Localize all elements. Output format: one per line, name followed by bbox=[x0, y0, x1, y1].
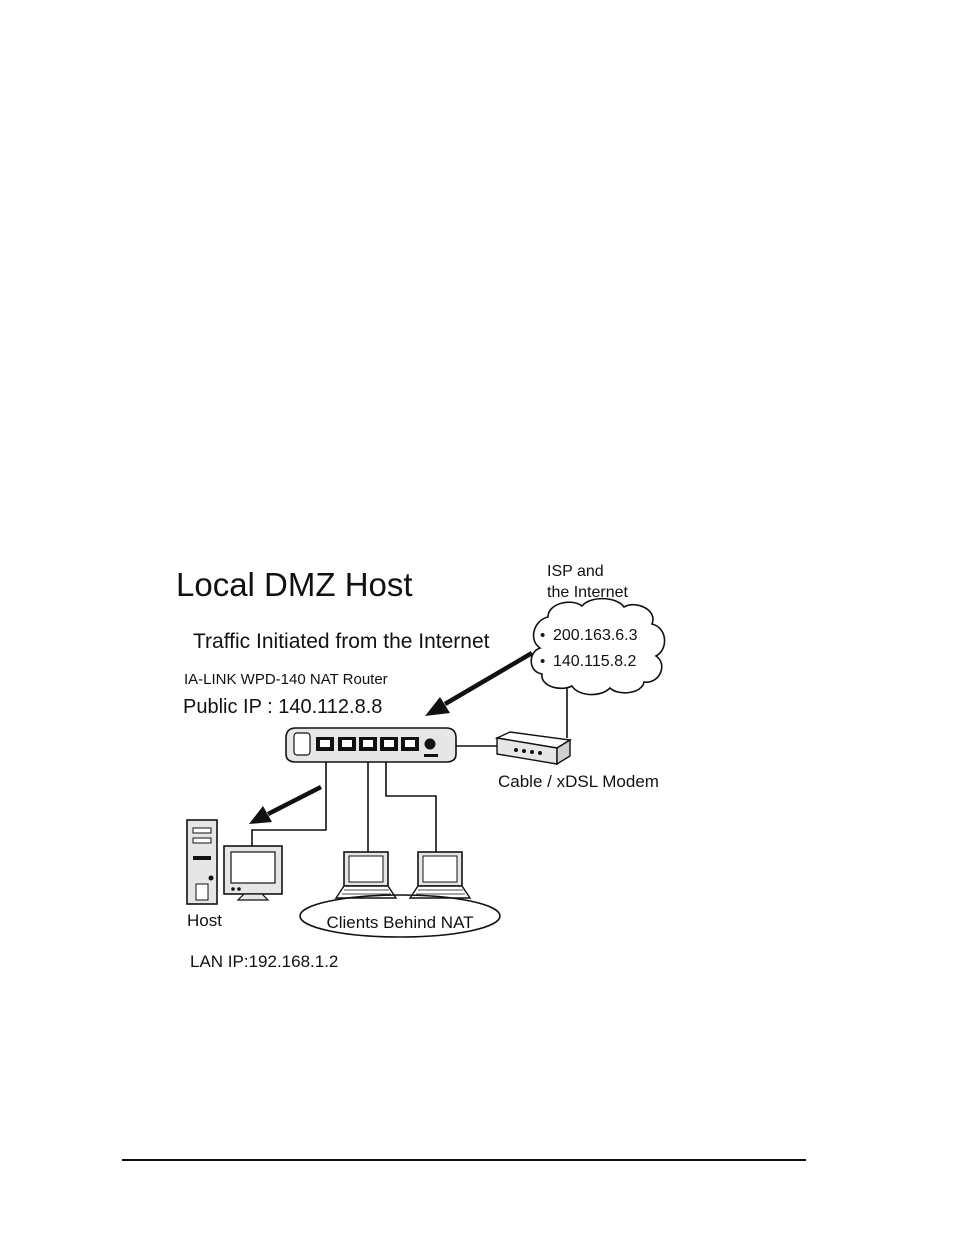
footer-rule bbox=[122, 1159, 806, 1161]
internet-ip-2: 140.115.8.2 bbox=[553, 653, 636, 670]
internet-cloud-icon bbox=[530, 597, 666, 696]
host-tower-icon bbox=[186, 819, 218, 905]
client-laptop-2-icon bbox=[408, 851, 472, 899]
router-icon bbox=[285, 727, 457, 763]
internet-ip-bullet: • bbox=[540, 653, 545, 670]
internet-ip-1: 200.163.6.3 bbox=[553, 627, 638, 644]
traffic-caption: Traffic Initiated from the Internet bbox=[193, 630, 490, 653]
host-monitor-icon bbox=[223, 845, 283, 901]
clients-label: Clients Behind NAT bbox=[326, 913, 473, 932]
diagram-title: Local DMZ Host bbox=[176, 566, 413, 603]
public-ip-label: Public IP : 140.112.8.8 bbox=[183, 696, 382, 718]
router-name-label: IA-LINK WPD-140 NAT Router bbox=[184, 671, 388, 688]
modem-icon bbox=[494, 731, 573, 766]
forward-to-host-arrow-icon bbox=[249, 784, 323, 824]
network-links bbox=[251, 688, 568, 852]
isp-label-line2: the Internet bbox=[547, 584, 629, 601]
modem-label: Cable / xDSL Modem bbox=[498, 772, 659, 791]
client-laptop-1-icon bbox=[334, 851, 398, 899]
inbound-traffic-arrow-icon bbox=[425, 651, 534, 716]
clients-group-outline bbox=[299, 894, 501, 938]
lan-ip-label: LAN IP:192.168.1.2 bbox=[190, 952, 338, 971]
host-label: Host bbox=[187, 911, 222, 930]
internet-ip-bullet: • bbox=[540, 627, 545, 644]
isp-label-line1: ISP and bbox=[547, 563, 604, 580]
